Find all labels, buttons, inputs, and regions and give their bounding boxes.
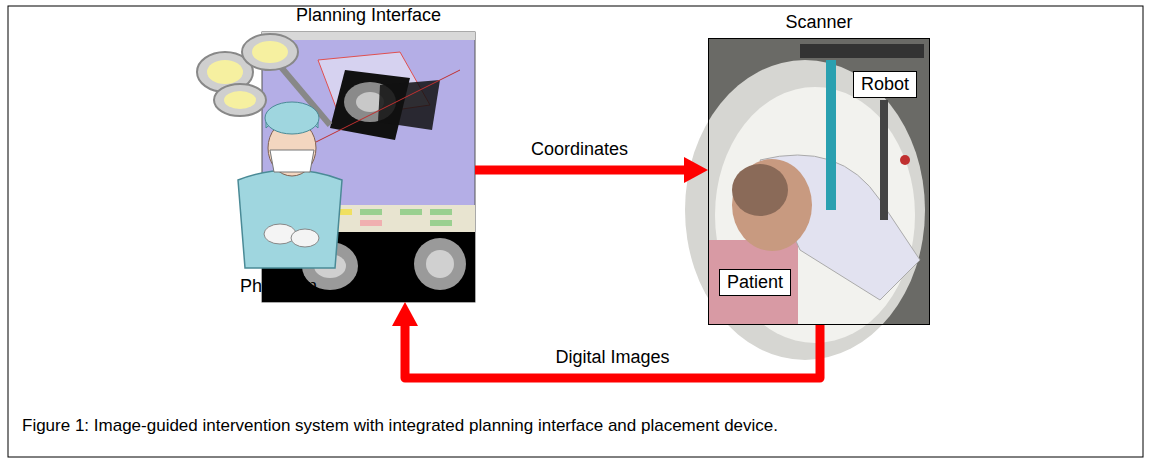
label-box: Robot [853,71,917,98]
physician-clipart [197,34,342,268]
arrow-label: Coordinates [528,139,631,160]
scanner-photo [685,38,930,360]
data-flow-arrow [475,166,684,175]
panel-heading: Planning Interface [296,5,441,26]
part-label: Patient [727,272,783,293]
figure-caption: Figure 1: Image-guided intervention syst… [22,416,778,436]
arrow-label: Digital Images [552,347,672,368]
panel-heading: Scanner [785,12,852,33]
role-label: Physician [240,276,317,297]
system-panel: Planning Interface [262,32,475,302]
system-panel: ScannerRobotPatient [708,38,930,325]
part-label: Robot [861,74,909,95]
figure-frame [8,6,1143,457]
label-box: Patient [719,269,791,296]
data-flow-arrow [405,325,820,378]
